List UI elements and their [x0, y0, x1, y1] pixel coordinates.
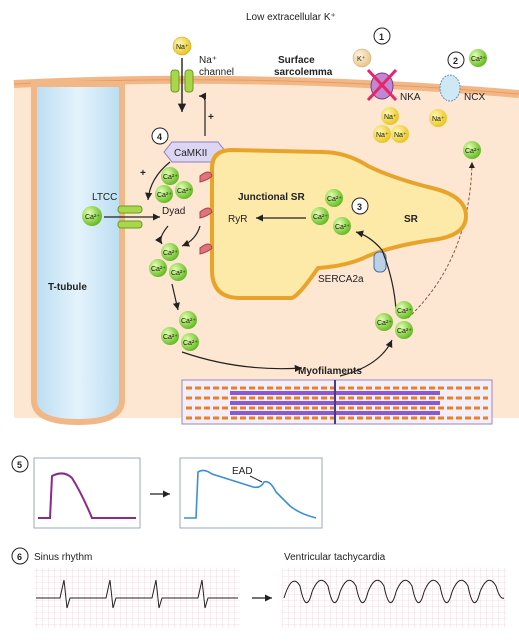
svg-text:Ca²⁺: Ca²⁺: [171, 270, 186, 277]
marker-2: [447, 51, 465, 69]
camkii-label: CaMKII: [174, 148, 207, 159]
k-ion-label: K⁺: [357, 56, 366, 63]
marker-6: [11, 547, 29, 565]
marker-4: [151, 127, 169, 145]
svg-text:Ca²⁺: Ca²⁺: [397, 308, 412, 315]
returning-ca-ions: Ca²⁺ Ca²⁺ Ca²⁺: [375, 301, 413, 339]
marker-4-text: 4: [157, 132, 162, 142]
na-channel-label-1: Na⁺: [199, 55, 217, 66]
ncx-exchanger-icon: [439, 74, 461, 102]
svg-text:Ca²⁺: Ca²⁺: [163, 250, 178, 257]
svg-text:Ca²⁺: Ca²⁺: [85, 214, 100, 221]
junctional-sr-label: Junctional SR: [238, 192, 305, 203]
svg-text:Ca²⁺: Ca²⁺: [183, 340, 198, 347]
marker-6-text: 6: [17, 552, 22, 562]
svg-text:Ca²⁺: Ca²⁺: [181, 318, 196, 325]
sinus-label: Sinus rhythm: [34, 552, 92, 563]
na-channel-icon: [170, 69, 194, 93]
sr-label: SR: [404, 214, 419, 225]
nka-na-ions: Na⁺ Na⁺ Na⁺: [373, 107, 409, 143]
low-k-label: Low extracellular K⁺: [246, 12, 336, 23]
vt-ecg-trace: [283, 579, 505, 603]
surface-label: Surface: [278, 55, 315, 66]
svg-text:Ca²⁺: Ca²⁺: [471, 56, 486, 63]
marker-3: [351, 197, 369, 215]
marker-5-text: 5: [17, 460, 22, 470]
ead-ap-trace: [184, 469, 317, 519]
svg-text:Ca²⁺: Ca²⁺: [313, 214, 328, 221]
plus-na: +: [208, 112, 214, 123]
ryr-receptor-icon: [199, 171, 213, 255]
ltcc-channel-icon: [117, 205, 143, 229]
svg-text:Ca²⁺: Ca²⁺: [157, 192, 172, 199]
serca-label: SERCA2a: [318, 274, 364, 285]
ncx-label: NCX: [464, 92, 485, 103]
sinus-ecg-trace: [36, 579, 238, 609]
marker-3-text: 3: [357, 202, 362, 212]
vt-label: Ventricular tachycardia: [284, 552, 386, 563]
marker-1-text: 1: [379, 32, 384, 42]
svg-text:Na⁺: Na⁺: [384, 114, 397, 121]
nka-label: NKA: [400, 92, 421, 103]
inhibit-x-icon: [366, 68, 398, 102]
dyad-label: Dyad: [162, 206, 185, 217]
marker-1: [373, 27, 391, 45]
ltcc-ca-ion: [82, 206, 102, 226]
marker-2-text: 2: [453, 56, 458, 66]
released-ca-ions: Ca²⁺ Ca²⁺ Ca²⁺: [149, 243, 187, 281]
na-ion: [172, 36, 192, 56]
svg-text:Ca²⁺: Ca²⁺: [377, 320, 392, 327]
svg-text:Ca²⁺: Ca²⁺: [465, 148, 480, 155]
svg-text:Ca²⁺: Ca²⁺: [335, 224, 350, 231]
plus-ltcc: +: [140, 168, 146, 179]
dyad-ca-cluster: Ca²⁺ Ca²⁺ Ca²⁺: [155, 167, 193, 203]
svg-text:Ca²⁺: Ca²⁺: [327, 196, 342, 203]
sarcolemma-label: sarcolemma: [274, 67, 333, 78]
ncx-ca-out: [469, 49, 487, 67]
marker-5: [11, 455, 29, 473]
na-ion-label: Na⁺: [176, 44, 189, 51]
normal-ap-trace: [38, 472, 136, 519]
svg-text:Ca²⁺: Ca²⁺: [397, 328, 412, 335]
sr-ca-ions: Ca²⁺ Ca²⁺ Ca²⁺: [311, 189, 351, 235]
svg-text:Na⁺: Na⁺: [376, 132, 389, 139]
myofilament-bundle: [181, 379, 493, 425]
t-tubule-label: T-tubule: [48, 282, 87, 293]
cytosolic-ca-ions: Ca²⁺ Ca²⁺ Ca²⁺: [161, 311, 199, 351]
k-ion: [352, 48, 372, 68]
svg-text:Ca²⁺: Ca²⁺: [151, 266, 166, 273]
ltcc-label: LTCC: [92, 192, 117, 203]
svg-text:Ca²⁺: Ca²⁺: [177, 188, 192, 195]
svg-text:Na⁺: Na⁺: [432, 116, 445, 123]
ncx-ca-in: [463, 141, 481, 159]
ead-label: EAD: [232, 466, 253, 477]
ncx-na-in: [429, 109, 447, 127]
ryr-label: RyR: [228, 214, 247, 225]
svg-text:Ca²⁺: Ca²⁺: [163, 174, 178, 181]
na-channel-label-2: channel: [199, 67, 234, 78]
t-tubule: [31, 81, 125, 426]
svg-text:Ca²⁺: Ca²⁺: [163, 334, 178, 341]
myofilaments-label: Myofilaments: [298, 366, 362, 377]
svg-text:Na⁺: Na⁺: [394, 132, 407, 139]
